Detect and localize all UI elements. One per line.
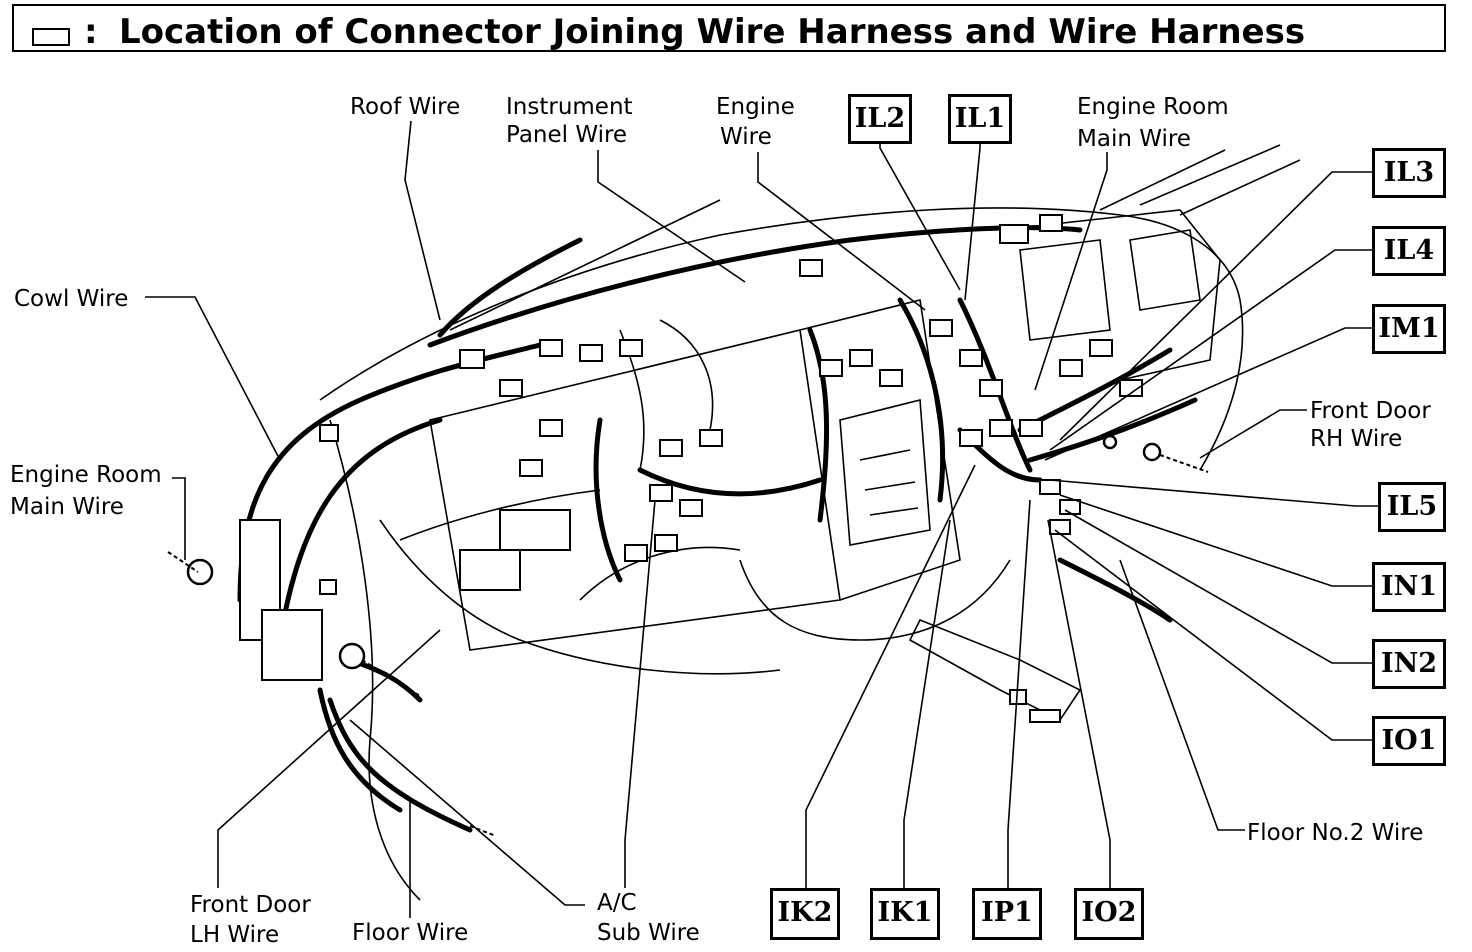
cowl-wire-label: Cowl Wire	[14, 286, 129, 312]
ac-sub-wire-label-line2: Sub Wire	[597, 920, 700, 946]
front-door-lh-wire-label-line1: Front Door	[190, 892, 311, 918]
roof-wire-label: Roof Wire	[350, 94, 461, 120]
connector-in2: IN2	[1372, 639, 1446, 689]
title-frame: : Location of Connector Joining Wire Har…	[12, 4, 1446, 52]
connector-il4: IL4	[1372, 226, 1446, 276]
engine-wire-label-line2: Wire	[720, 124, 772, 150]
page-title: Location of Connector Joining Wire Harne…	[119, 12, 1306, 52]
connector-ik2: IK2	[770, 888, 840, 940]
title-colon: :	[84, 12, 98, 52]
connector-io1: IO1	[1372, 716, 1446, 766]
connector-symbol-icon	[32, 28, 70, 46]
engine-room-main-wire-rh-label-line1: Engine Room	[1077, 94, 1229, 120]
ac-sub-wire-label-line1: A/C	[597, 890, 637, 916]
instrument-panel-wire-label-line2: Panel Wire	[506, 122, 628, 148]
connector-il2: IL2	[848, 94, 912, 144]
connector-in1: IN1	[1372, 562, 1446, 612]
engine-room-main-wire-lh-label-line2: Main Wire	[10, 494, 124, 520]
floor-no2-wire-label: Floor No.2 Wire	[1247, 820, 1424, 846]
front-door-lh-wire-label-line2: LH Wire	[190, 922, 280, 948]
connector-io2: IO2	[1074, 888, 1144, 940]
connector-il5: IL5	[1378, 482, 1446, 532]
connector-ip1: IP1	[972, 888, 1042, 940]
connector-ik1: IK1	[870, 888, 940, 940]
engine-wire-label-line1: Engine	[716, 94, 795, 120]
floor-wire-label: Floor Wire	[352, 920, 469, 946]
connector-il1: IL1	[948, 94, 1012, 144]
engine-room-main-wire-rh-label-line2: Main Wire	[1077, 126, 1191, 152]
front-door-rh-wire-label-line2: RH Wire	[1310, 426, 1403, 452]
instrument-panel-wire-label-line1: Instrument	[506, 94, 633, 120]
connector-im1: IM1	[1372, 304, 1446, 354]
connector-il3: IL3	[1372, 148, 1446, 198]
engine-room-main-wire-lh-label-line1: Engine Room	[10, 462, 162, 488]
front-door-rh-wire-label-line1: Front Door	[1310, 398, 1431, 424]
